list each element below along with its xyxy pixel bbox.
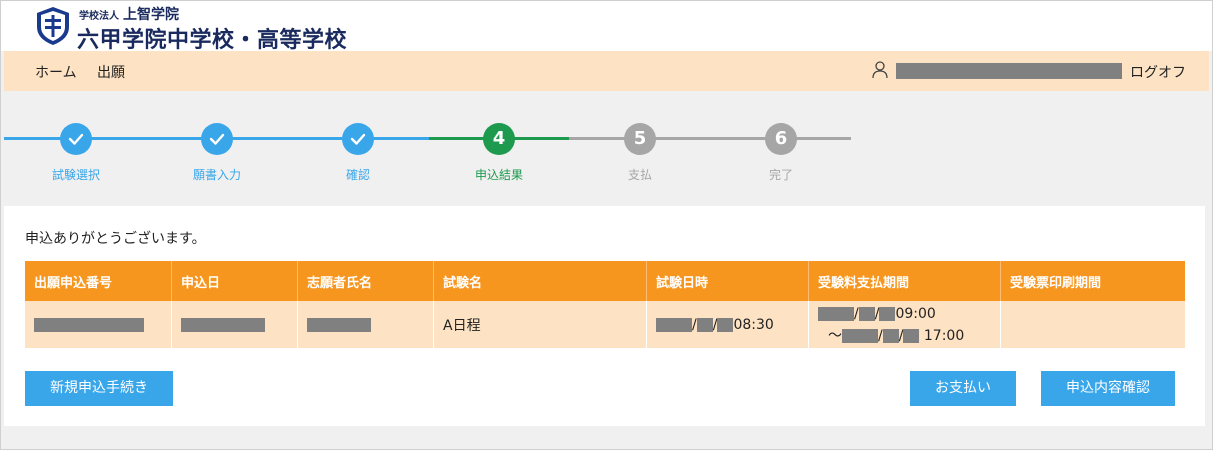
progress-stepper: 試験選択 願書入力 確認 4 申込結果 5 支払 6 完了 xyxy=(4,91,1209,205)
table-row: A日程 //08:30 //09:00 ～// 17:00 xyxy=(25,301,1185,348)
check-icon xyxy=(350,133,366,145)
step-5-circle: 5 xyxy=(624,123,656,155)
confirm-application-button[interactable]: 申込内容確認 xyxy=(1041,371,1175,406)
col-exam-name: 試験名 xyxy=(433,261,647,301)
user-icon xyxy=(872,61,888,79)
check-icon xyxy=(209,133,225,145)
cell-applicant-name xyxy=(297,301,434,348)
user-name-redacted xyxy=(896,63,1122,79)
step-5-label: 支払 xyxy=(627,168,652,182)
thanks-message: 申込ありがとうございます。 xyxy=(25,231,206,247)
nav-home-link[interactable]: ホーム xyxy=(35,65,77,81)
step-3-label: 確認 xyxy=(345,168,370,182)
cell-ticket-print-period xyxy=(1000,301,1185,348)
col-applicant-name: 志願者氏名 xyxy=(297,261,434,301)
school-crest-icon xyxy=(37,7,69,45)
check-icon xyxy=(68,133,84,145)
result-panel: 申込ありがとうございます。 出願申込番号 申込日 志願者氏名 試験名 試験日時 … xyxy=(4,206,1205,426)
payment-button[interactable]: お支払い xyxy=(910,371,1016,406)
new-application-button[interactable]: 新規申込手続き xyxy=(25,371,173,406)
table-header-row: 出願申込番号 申込日 志願者氏名 試験名 試験日時 受験料支払期間 受験票印刷期… xyxy=(25,261,1185,301)
col-application-date: 申込日 xyxy=(171,261,298,301)
step-6-label: 完了 xyxy=(768,168,793,182)
nav-application-link[interactable]: 出願 xyxy=(97,65,125,81)
col-exam-datetime: 試験日時 xyxy=(646,261,809,301)
step-2-label: 願書入力 xyxy=(192,168,241,182)
stepper-line-todo xyxy=(569,137,851,140)
payment-start: //09:00 xyxy=(818,303,1000,325)
col-ticket-print-period: 受験票印刷期間 xyxy=(1000,261,1185,301)
cell-exam-name: A日程 xyxy=(433,301,647,348)
payment-end: ～// 17:00 xyxy=(828,327,965,344)
cell-application-date xyxy=(171,301,298,348)
col-application-number: 出願申込番号 xyxy=(25,261,172,301)
application-table: 出願申込番号 申込日 志願者氏名 試験名 試験日時 受験料支払期間 受験票印刷期… xyxy=(25,261,1185,348)
logout-link[interactable]: ログオフ xyxy=(1130,65,1186,81)
col-payment-period: 受験料支払期間 xyxy=(808,261,1001,301)
step-4-label: 申込結果 xyxy=(474,168,523,182)
step-6-circle: 6 xyxy=(765,123,797,155)
step-2-circle xyxy=(201,123,233,155)
step-3-circle xyxy=(342,123,374,155)
site-header: 学校法人上智学院 六甲学院中学校・高等学校 xyxy=(1,1,1212,53)
cell-exam-datetime: //08:30 xyxy=(646,301,809,348)
org-name: 学校法人上智学院 xyxy=(79,7,179,23)
step-1-circle xyxy=(60,123,92,155)
step-1-label: 試験選択 xyxy=(51,168,100,182)
school-name: 六甲学院中学校・高等学校 xyxy=(77,28,348,53)
cell-application-number xyxy=(25,301,172,348)
nav-bar: ホーム 出願 ログオフ xyxy=(4,51,1209,91)
cell-payment-period: //09:00 ～// 17:00 xyxy=(808,301,1001,348)
step-4-circle: 4 xyxy=(483,123,515,155)
